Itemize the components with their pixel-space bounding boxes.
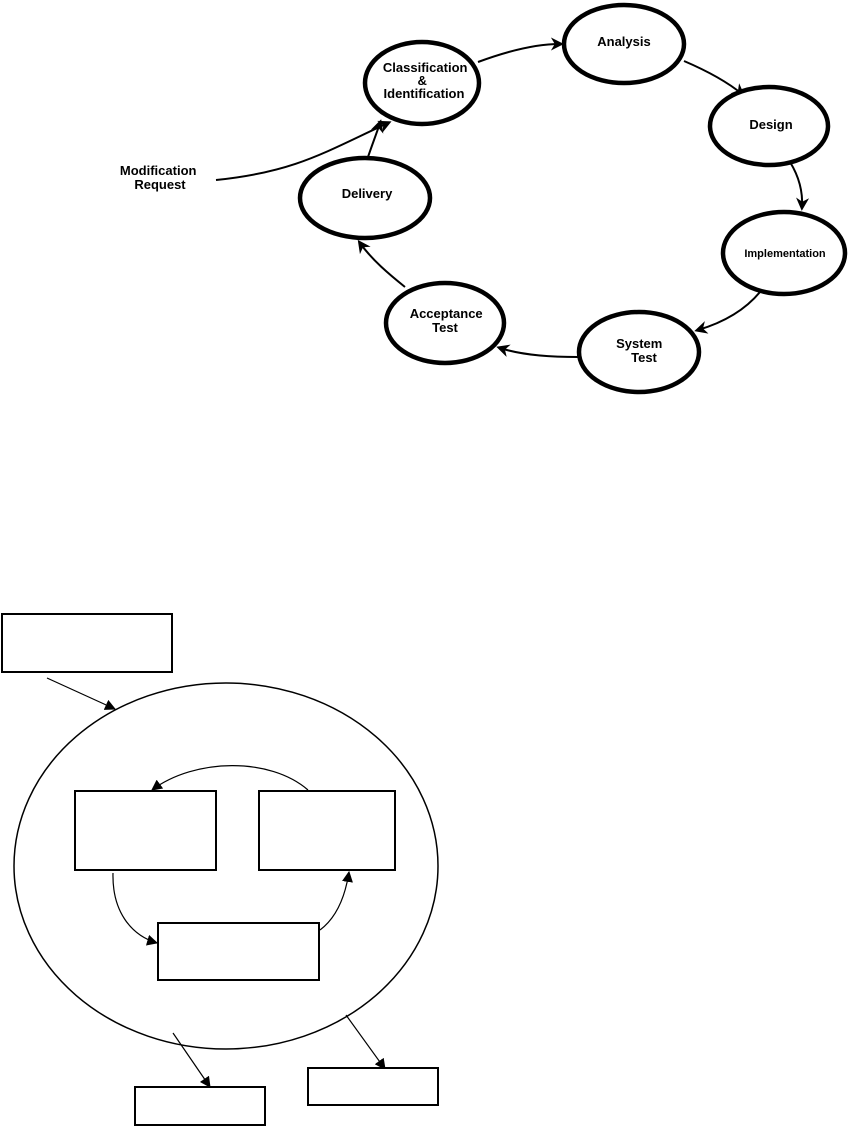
node-analysis-label: Analysis: [597, 34, 650, 49]
flow-system-test-to-acceptance-test: [496, 344, 579, 358]
arrow-process-to-output-right: [345, 1014, 386, 1070]
node-acceptance-test-line1: Acceptance: [410, 306, 483, 321]
node-implementation: Implementation: [720, 209, 848, 297]
output-right-box: [307, 1067, 439, 1106]
node-system-test-line1: System: [616, 336, 662, 351]
maintenance-cycle: Modification Request Classification & Id…: [120, 2, 848, 395]
step-bottom-box: [157, 922, 320, 981]
process-boundary-ellipse: [13, 682, 439, 1050]
node-implementation-label: Implementation: [744, 248, 826, 260]
svg-text:Classification &: Classification & Identification: [383, 60, 471, 101]
flow-modification-request: [215, 120, 392, 181]
flow-acceptance-test-to-delivery: [357, 239, 406, 288]
node-acceptance-test-line2: Test: [432, 320, 458, 335]
step-right-box: [258, 790, 396, 871]
arrow-left-to-bottom: [112, 872, 159, 946]
node-delivery: Delivery: [297, 155, 433, 241]
node-classification: Classification & Identification: [362, 39, 482, 127]
node-acceptance-test: Acceptance Test: [383, 280, 507, 366]
arrow-bottom-to-right: [319, 870, 353, 931]
node-classification-line3: Identification: [384, 86, 465, 101]
input-box: [1, 613, 173, 673]
node-delivery-label: Delivery: [342, 186, 393, 201]
svg-text:Delivery: Delivery: [342, 186, 393, 201]
flow-classification-to-analysis: [477, 37, 564, 63]
arrow-process-to-output-left: [172, 1032, 211, 1088]
node-classification-line2: &: [417, 73, 426, 88]
node-design-label: Design: [749, 117, 792, 132]
node-design: Design: [707, 84, 831, 168]
flow-implementation-to-system-test: [694, 291, 761, 334]
modification-request-label: Modification Request: [120, 163, 200, 192]
arrow-right-to-left: [151, 765, 309, 791]
svg-text:Analysis: Analysis: [597, 34, 650, 49]
svg-text:Implementation: Implementation: [744, 248, 826, 260]
process-diagram: [1, 613, 439, 1126]
svg-text:Acceptance Test: Acceptance Test: [410, 306, 487, 335]
node-analysis: Analysis: [561, 2, 687, 86]
flow-design-to-implementation: [789, 161, 810, 211]
svg-text:System Test: System Test: [616, 336, 666, 365]
svg-text:Design: Design: [749, 117, 792, 132]
node-classification-line1: Classification: [383, 60, 468, 75]
node-system-test: System Test: [576, 309, 702, 395]
output-left-box: [134, 1086, 266, 1126]
flow-analysis-to-design: [683, 60, 746, 97]
node-system-test-line2: Test: [631, 350, 657, 365]
step-left-box: [74, 790, 217, 871]
arrow-input-to-process: [46, 677, 117, 710]
